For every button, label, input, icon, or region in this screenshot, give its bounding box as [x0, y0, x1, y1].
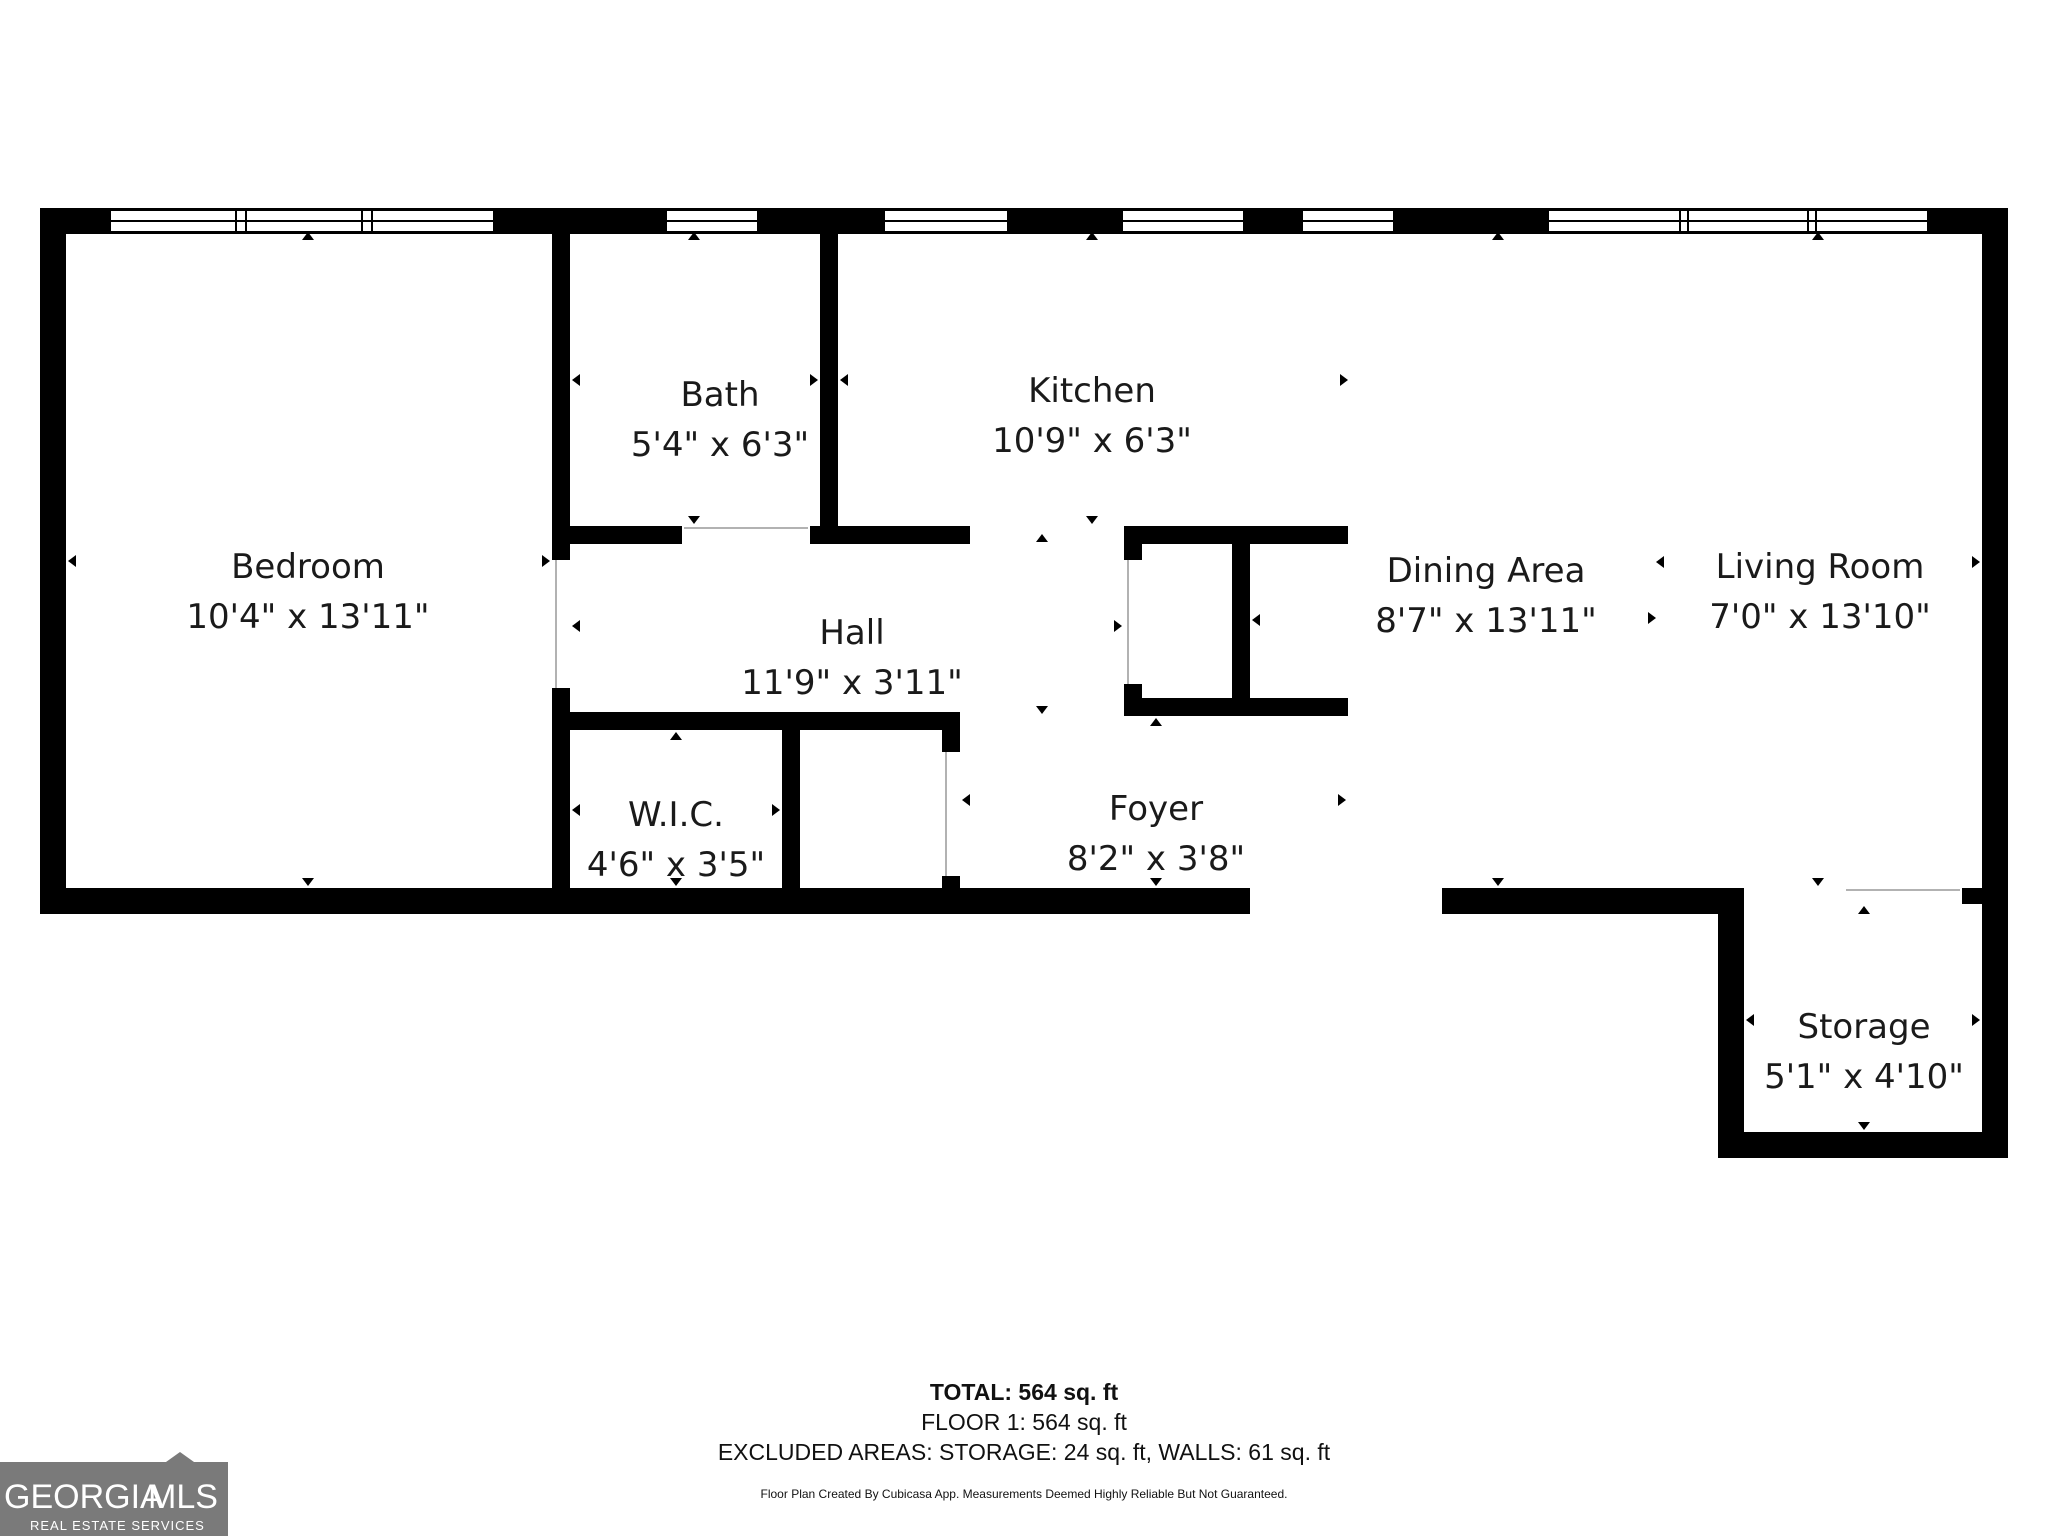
wall-wic-right — [782, 712, 800, 912]
room-name-kitchen: Kitchen — [1028, 371, 1156, 411]
storage-wall-left — [1718, 888, 1744, 1158]
room-dims-bath: 5'4" x 6'3" — [631, 425, 809, 465]
wall-bedroom-bath — [552, 208, 570, 560]
wall-closet-right-low — [942, 876, 960, 912]
logo-tagline: REAL ESTATE SERVICES — [30, 1518, 205, 1533]
room-dims-storage: 5'1" x 4'10" — [1764, 1057, 1964, 1097]
wall-bottom-left — [40, 888, 1250, 914]
wall-bedroom-wic — [552, 688, 570, 914]
wall-hall-bottom — [552, 712, 960, 730]
wall-right — [1982, 208, 2008, 908]
wall-bath-bottom-2 — [810, 526, 970, 544]
walls — [40, 208, 2008, 1158]
room-dims-bedroom: 10'4" x 13'11" — [186, 597, 429, 637]
room-dims-kitchen: 10'9" x 6'3" — [992, 421, 1192, 461]
storage-wall-bottom — [1718, 1132, 2008, 1158]
storage-wall-right — [1982, 888, 2008, 1158]
room-dims-hall: 11'9" x 3'11" — [741, 663, 963, 703]
room-name-storage: Storage — [1797, 1007, 1930, 1047]
room-name-wic: W.I.C. — [628, 795, 724, 835]
room-name-dining: Dining Area — [1387, 551, 1586, 591]
logo-brand-right: MLS — [148, 1478, 218, 1516]
room-name-hall: Hall — [819, 613, 884, 653]
room-labels: Bedroom 10'4" x 13'11" Bath 5'4" x 6'3" … — [186, 371, 1964, 1097]
room-name-living: Living Room — [1716, 547, 1925, 587]
room-dims-foyer: 8'2" x 3'8" — [1067, 839, 1245, 879]
wall-bath-kitchen — [820, 208, 838, 538]
logo-brand-left: GEORGIA — [4, 1478, 163, 1516]
room-name-foyer: Foyer — [1109, 789, 1203, 829]
wall-left — [40, 208, 66, 914]
island-left-top — [1124, 526, 1142, 560]
area-summary: TOTAL: 564 sq. ft FLOOR 1: 564 sq. ft EX… — [718, 1379, 1331, 1501]
georgia-mls-logo: GEORGIA MLS REAL ESTATE SERVICES — [0, 1452, 228, 1536]
total-area: TOTAL: 564 sq. ft — [930, 1379, 1119, 1405]
floor-area: FLOOR 1: 564 sq. ft — [921, 1409, 1127, 1435]
windows — [109, 209, 1929, 233]
wall-bottom-right — [1442, 888, 1742, 914]
room-dims-wic: 4'6" x 3'5" — [587, 845, 765, 885]
island-mid — [1232, 526, 1250, 716]
openings — [555, 527, 1960, 891]
wall-closet-right — [942, 712, 960, 752]
wall-bath-bottom-1 — [552, 526, 682, 544]
room-name-bath: Bath — [680, 375, 759, 415]
room-dims-living: 7'0" x 13'10" — [1709, 597, 1931, 637]
island-left-bottom — [1124, 684, 1142, 716]
dimension-markers — [68, 232, 1980, 1130]
disclaimer: Floor Plan Created By Cubicasa App. Meas… — [761, 1487, 1288, 1501]
room-name-bedroom: Bedroom — [231, 547, 385, 587]
room-dims-dining: 8'7" x 13'11" — [1375, 601, 1597, 641]
excluded-areas: EXCLUDED AREAS: STORAGE: 24 sq. ft, WALL… — [718, 1439, 1331, 1465]
